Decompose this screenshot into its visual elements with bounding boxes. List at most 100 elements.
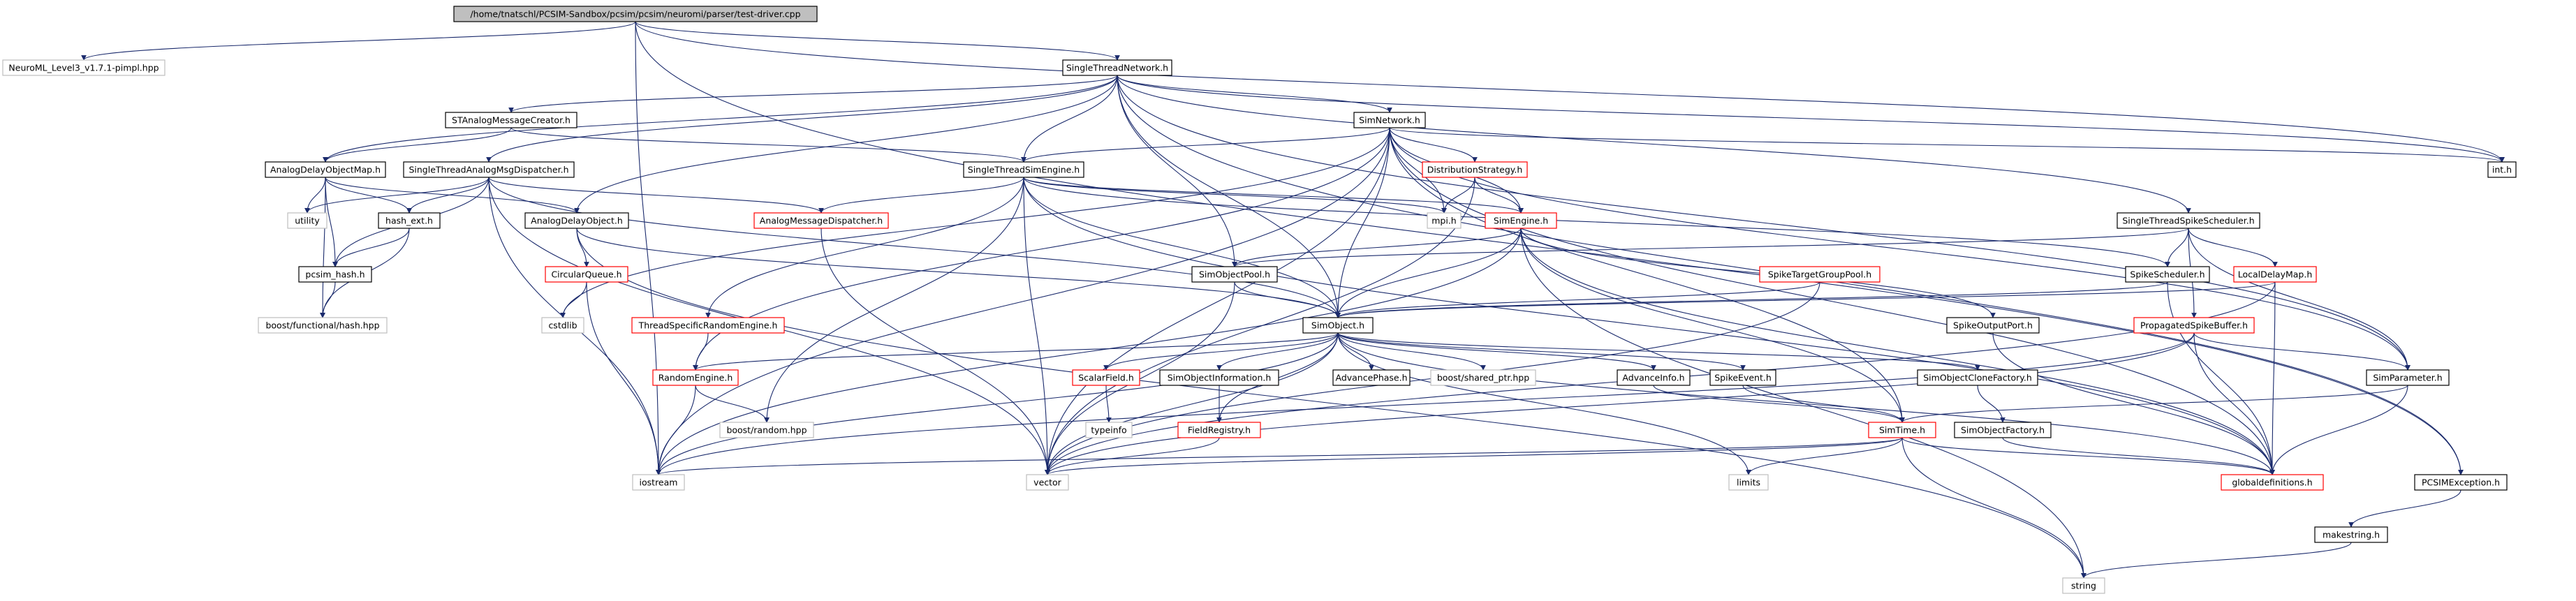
edge-ado-to-simobject [576,228,1341,318]
edge-adom-to-hashext [325,177,412,214]
node-box [2133,317,2255,334]
edge-stn-to-simobjpool [1117,75,1237,267]
node-amd[interactable]: AnalogMessageDispatcher.h [753,212,889,229]
node-root[interactable]: /home/tnatschl/PCSIM-Sandbox/pcsim/pcsim… [453,6,818,22]
node-advphase[interactable]: AdvancePhase.h [1332,369,1411,386]
node-typeinfo[interactable]: typeinfo [1085,422,1133,438]
node-label: NeuroML_Level3_v1.7.1-pimpl.hpp [8,63,159,73]
node-box [258,317,388,334]
node-spikeoutport[interactable]: SpikeOutputPort.h [1946,317,2040,334]
edge-root-to-pcsimexc [635,21,2464,475]
node-limits[interactable]: limits [1728,474,1769,491]
edge-stss-to-simobjpool [1232,228,2189,267]
node-randeng[interactable]: RandomEngine.h [652,369,739,386]
edge-stn-to-stamc [508,75,1118,113]
node-label: AdvancePhase.h [1335,373,1407,383]
node-simobjpool[interactable]: SimObjectPool.h [1191,266,1278,283]
edge-simtime-to-globaldefs [1901,437,2275,475]
node-pcsimexc[interactable]: PCSIMException.h [2414,474,2508,491]
node-label: PropagatedSpikeBuffer.h [2140,320,2248,331]
edge-stn-to-simobject [1117,75,1341,318]
node-ado[interactable]: AnalogDelayObject.h [524,212,629,229]
node-pcsimhash[interactable]: pcsim_hash.h [298,266,372,283]
edge-stn-to-adom [323,75,1118,163]
edge-spikeoutport-to-globaldefs [1992,332,2275,475]
node-label: LocalDelayMap.h [2238,269,2313,280]
node-box [1728,474,1769,491]
node-simtime[interactable]: SimTime.h [1868,422,1936,438]
edge-simparam-to-globaldefs [2269,385,2408,475]
node-box [2314,526,2388,543]
node-adom[interactable]: AnalogDelayObjectMap.h [265,161,386,178]
node-spikesched[interactable]: SpikeScheduler.h [2125,266,2210,283]
edge-stn-to-simnet [1117,75,1392,113]
node-box [631,317,785,334]
node-box [1759,266,1881,283]
node-simobjinfo[interactable]: SimObjectInformation.h [1159,369,1279,386]
node-simparam[interactable]: SimParameter.h [2366,369,2450,386]
node-stss[interactable]: SingleThreadSpikeScheduler.h [2117,212,2260,229]
node-box [1026,474,1069,491]
edge-spikesched-to-simobject [1335,281,2168,318]
node-box [541,317,584,334]
node-simnet[interactable]: SimNetwork.h [1353,112,1426,128]
node-fieldreg[interactable]: FieldRegistry.h [1177,422,1261,438]
node-utility[interactable]: utility [287,212,327,229]
node-label: globaldefinitions.h [2232,477,2312,488]
edge-adom-to-boosthash [320,177,326,318]
node-stse[interactable]: SingleThreadSimEngine.h [963,161,1084,178]
node-sharedptr[interactable]: boost/shared_ptr.hpp [1430,369,1536,386]
node-box [2233,266,2317,283]
node-label: SimObjectFactory.h [1961,425,2045,436]
node-box [453,6,818,22]
node-advinfo[interactable]: AdvanceInfo.h [1617,369,1691,386]
edge-propsb-to-vector [1045,332,2195,475]
node-cstdlib[interactable]: cstdlib [541,317,584,334]
node-box [1422,161,1528,178]
node-string[interactable]: string [2062,577,2105,594]
edge-simengine-to-iostream [656,228,1522,475]
node-simobject[interactable]: SimObject.h [1302,317,1374,334]
node-simengine[interactable]: SimEngine.h [1485,212,1557,229]
node-scalarfield[interactable]: ScalarField.h [1072,369,1140,386]
node-boosthash[interactable]: boost/functional/hash.hpp [258,317,388,334]
edge-simobject-to-sharedptr [1337,332,1486,371]
node-socf[interactable]: SimObjectCloneFactory.h [1917,369,2038,386]
node-stamd[interactable]: SingleThreadAnalogMsgDispatcher.h [403,161,575,178]
node-vector[interactable]: vector [1026,474,1069,491]
node-diststrat[interactable]: DistributionStrategy.h [1422,161,1528,178]
edge-randeng-to-boostrandom [695,385,770,423]
node-spikeevent[interactable]: SpikeEvent.h [1709,369,1776,386]
node-boostrandom[interactable]: boost/random.hpp [719,422,814,438]
node-hashext[interactable]: hash_ext.h [378,212,441,229]
node-mpih[interactable]: mpi.h [1427,212,1462,229]
header-nodes: /home/tnatschl/PCSIM-Sandbox/pcsim/pcsim… [2,6,2517,594]
node-sof[interactable]: SimObjectFactory.h [1954,422,2052,438]
node-tsre[interactable]: ThreadSpecificRandomEngine.h [631,317,785,334]
edge-stse-to-globaldefs [1023,177,2275,475]
edge-simnet-to-iostream [656,127,1390,475]
dependency-edges [81,21,2505,579]
node-stamc[interactable]: STAnalogMessageCreator.h [445,112,577,128]
node-neuroml[interactable]: NeuroML_Level3_v1.7.1-pimpl.hpp [2,59,165,76]
node-label: ThreadSpecificRandomEngine.h [638,320,778,331]
node-iostream[interactable]: iostream [632,474,685,491]
node-localdelay[interactable]: LocalDelayMap.h [2233,266,2317,283]
node-globaldefs[interactable]: globaldefinitions.h [2221,474,2324,491]
node-circq[interactable]: CircularQueue.h [545,266,628,283]
node-label: RandomEngine.h [658,373,733,383]
edge-stse-to-mpih [1023,177,1447,214]
node-inth[interactable]: int.h [2487,161,2517,178]
edge-stn-to-simparam [1117,75,2411,371]
node-spiketgp[interactable]: SpikeTargetGroupPool.h [1759,266,1881,283]
node-label: iostream [640,477,678,488]
node-makestring[interactable]: makestring.h [2314,526,2388,543]
edge-simobject-to-socf [1337,332,1980,371]
edge-socf-to-sof [1977,385,2005,423]
node-stn[interactable]: SingleThreadNetwork.h [1062,59,1172,76]
node-label: CircularQueue.h [551,269,621,280]
node-box [378,212,441,229]
node-box [2062,577,2105,594]
node-propsb[interactable]: PropagatedSpikeBuffer.h [2133,317,2255,334]
